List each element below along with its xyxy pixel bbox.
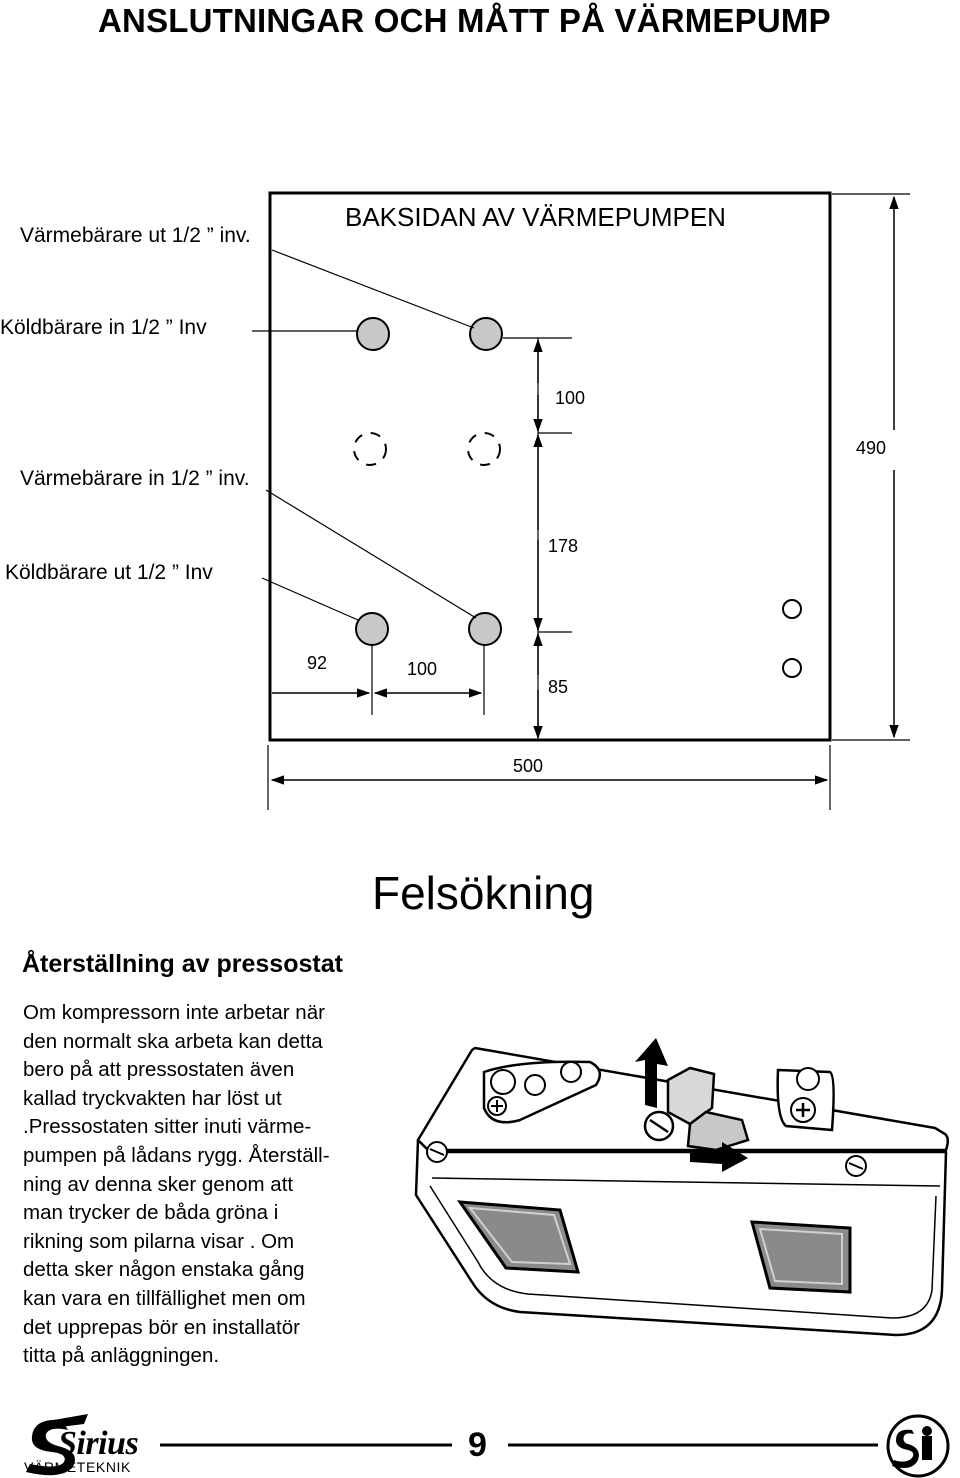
dim-85: 85 [548,677,569,697]
dim-100-vertical: 100 [555,388,586,408]
section-title: Felsökning [372,867,595,919]
port-heat-out [469,317,503,351]
body-line: bero på att pressostaten även [23,1058,295,1082]
cable-hole-upper [782,599,802,619]
leader-heat-out [271,249,475,329]
knockout-left [353,432,387,466]
label-heat-out: Värmebärare ut 1/2 ” inv. [20,224,251,247]
sirius-s-logo-icon [26,1414,88,1476]
body-text: Om kompressorn inte arbetar när den norm… [23,999,383,1371]
panel-title: BAKSIDAN AV VÄRMEPUMPEN [345,202,726,232]
brand-subline: VÄRMETEKNIK [24,1459,131,1475]
window-right [750,1220,852,1294]
label-brine-in: Köldbärare in 1/2 ” Inv [0,316,207,339]
window-left [456,1200,581,1274]
back-panel-outline [268,191,832,742]
body-line: kan vara en tillfällighet men om [23,1286,306,1310]
dim-500: 500 [513,756,544,776]
leader-heat-in [265,489,477,619]
body-line: den normalt ska arbeta kan detta [23,1029,323,1053]
dim-178: 178 [548,536,579,556]
body-line: titta på anläggningen. [23,1344,220,1368]
page-title: ANSLUTNINGAR OCH MÅTT PÅ VÄRMEPUMP [98,2,831,39]
body-line: ning av denna sker genom att [23,1172,294,1196]
port-brine-in [356,317,390,351]
body-line: detta sker någon enstaka gång [23,1258,305,1282]
cable-hole-lower [782,658,802,678]
si-badge-icon [886,1414,950,1478]
dim-92: 92 [307,653,328,673]
brand-wordmark: Sirius [58,1425,139,1462]
body-line: .Pressostaten sitter inuti värme- [23,1115,312,1139]
body-line: det upprepas bör en installatör [23,1315,300,1339]
body-line: pumpen på lådans rygg. Återställ- [23,1143,330,1167]
dim-490: 490 [856,438,887,458]
label-heat-in: Värmebärare in 1/2 ” inv. [20,467,250,490]
port-heat-in [468,612,502,646]
dim-100-horizontal: 100 [407,659,438,679]
body-line: rikning som pilarna visar . Om [23,1229,295,1253]
page-number: 9 [468,1426,487,1464]
arrow-icon-up [635,1038,668,1108]
leader-brine-out [261,577,359,621]
sub-heading: Återställning av pressostat [22,950,343,978]
body-line: Om kompressorn inte arbetar när [23,1001,325,1024]
knockout-right [467,432,501,466]
label-brine-out: Köldbärare ut 1/2 ” Inv [5,561,213,584]
body-line: man trycker de båda gröna i [23,1201,279,1225]
arrow-icon-right [690,1142,748,1172]
body-line: kallad tryckvakten har löst ut [23,1086,282,1110]
